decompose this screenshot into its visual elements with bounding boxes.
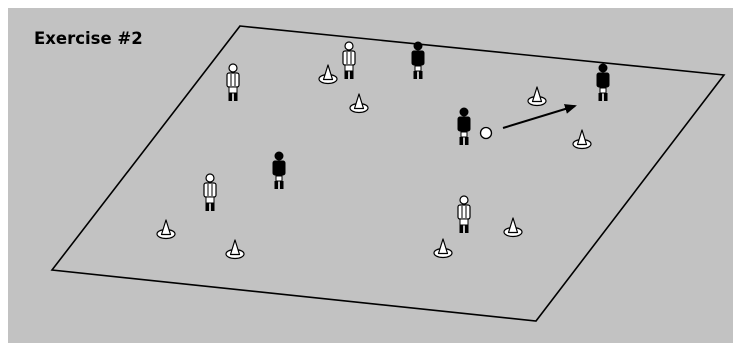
field-outline [52, 26, 724, 321]
cone-icon [528, 87, 546, 106]
player-dark-icon [273, 152, 285, 189]
cone-icon [226, 240, 244, 259]
player-light-icon [227, 64, 239, 101]
cone-icon [573, 130, 591, 149]
player-light-icon [343, 42, 355, 79]
player-dark-icon [412, 42, 424, 79]
player-dark-icon [597, 64, 609, 101]
player-light-icon [204, 174, 216, 211]
cone-icon [504, 218, 522, 237]
cone-icon [157, 220, 175, 239]
ball-icon [481, 128, 492, 139]
pass-arrow-icon [503, 106, 575, 128]
cone-icon [434, 239, 452, 258]
player-light-icon [458, 196, 470, 233]
cone-icon [350, 94, 368, 113]
player-dark-icon [458, 108, 470, 145]
cone-icon [319, 65, 337, 84]
